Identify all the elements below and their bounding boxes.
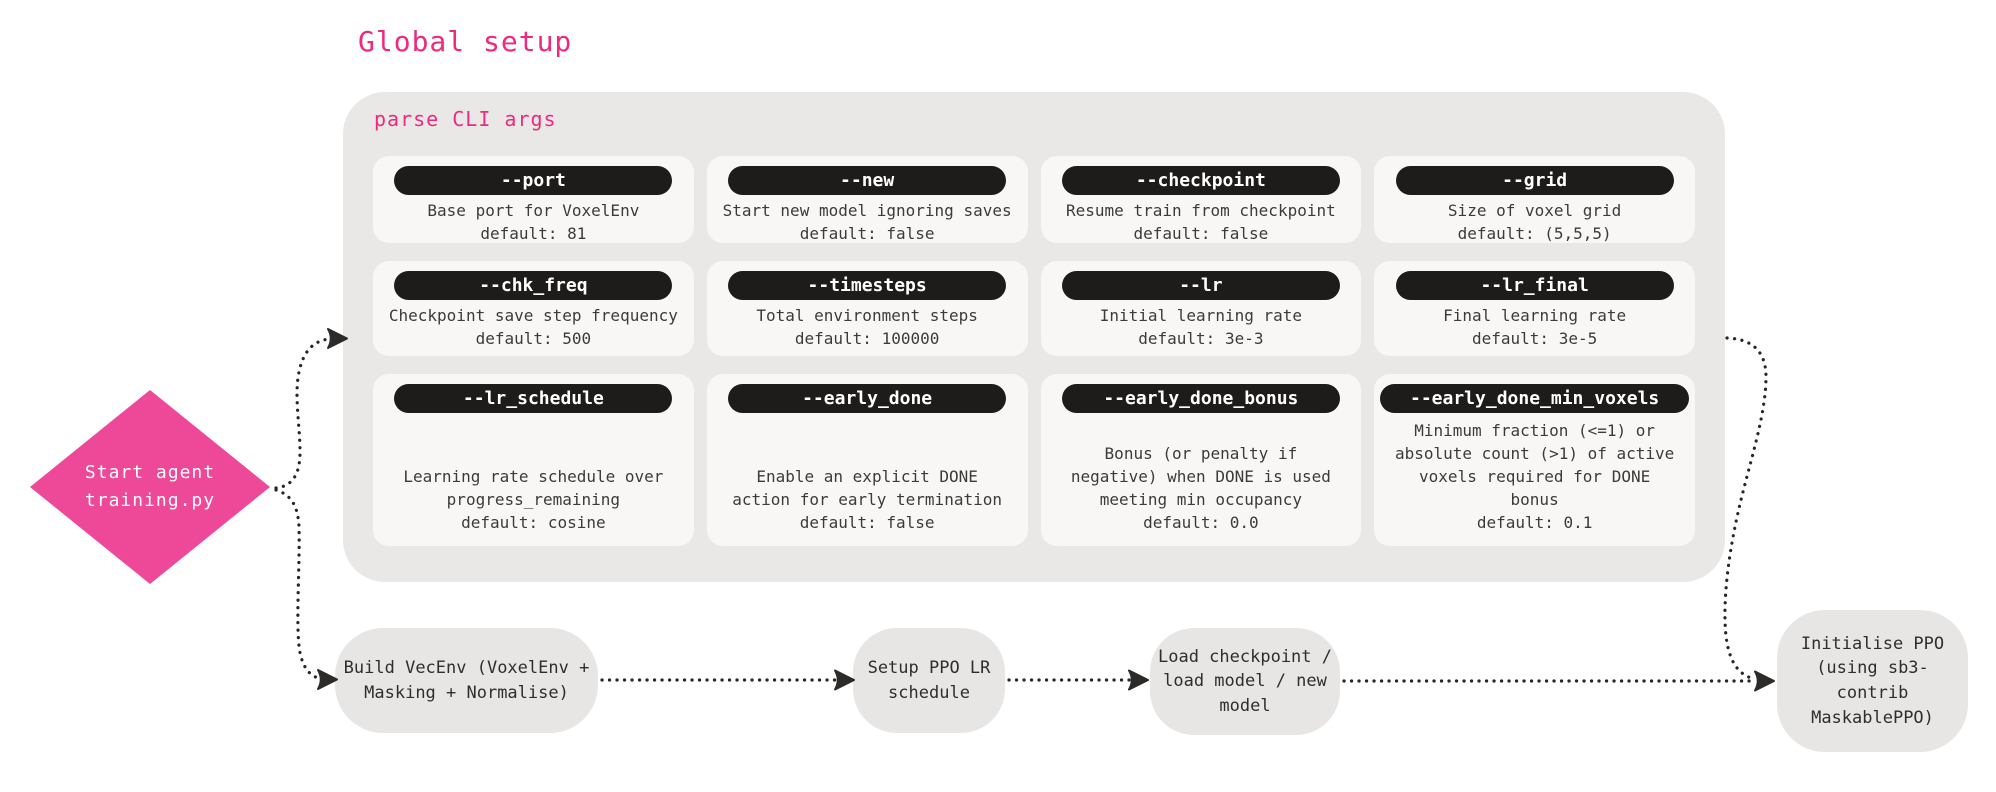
cli-arg-default: default: 100000 (794, 329, 940, 349)
cli-arg-card-grid: --grid Size of voxel grid default: (5,5,… (1374, 156, 1695, 243)
cli-arg-description: Bonus (or penalty if negative) when DONE… (1070, 443, 1331, 509)
cli-arg-default: default: cosine (461, 512, 606, 532)
cli-flag-label: --lr_schedule (462, 388, 604, 409)
cli-flag-label: --checkpoint (1135, 170, 1266, 191)
cli-arg-description: Start new model ignoring saves (722, 201, 1012, 220)
cli-flag-pill: --lr_final (1395, 271, 1674, 300)
cli-flag-label: --early_done_bonus (1103, 388, 1299, 409)
cli-flag-label: --port (500, 170, 566, 191)
cli-flag-label: --lr (1179, 275, 1223, 296)
cli-flag-label: --early_done_min_voxels (1410, 388, 1660, 409)
cli-arg-description-block: Learning rate schedule over progress_rem… (379, 461, 688, 538)
connector-start-to-build-vecenv (274, 488, 322, 681)
cli-arg-description: Base port for VoxelEnv (427, 201, 640, 220)
cli-arg-card-lr-final: --lr_final Final learning rate default: … (1374, 261, 1695, 356)
cli-arg-description-block: Minimum fraction (<=1) or absolute count… (1380, 415, 1689, 538)
arrowhead-icon (834, 669, 855, 691)
cli-arg-default: default: 500 (475, 329, 592, 349)
cli-flag-pill: --early_done_bonus (1061, 384, 1340, 413)
cli-flag-label: --timesteps (807, 275, 927, 296)
cli-arg-default: default: (5,5,5) (1457, 224, 1612, 243)
cli-panel-label: parse CLI args (374, 107, 557, 131)
cli-arg-default: default: 81 (480, 224, 587, 243)
cli-arg-default: default: 3e-3 (1138, 329, 1264, 349)
cli-arg-card-early-done-bonus: --early_done_bonus Bonus (or penalty if … (1040, 374, 1362, 546)
cli-arg-description-block: Initial learning rate default: 3e-3 (1047, 300, 1356, 354)
cli-arg-description-block: Resume train from checkpoint default: fa… (1047, 195, 1356, 243)
cli-arg-card-new: --new Start new model ignoring saves def… (706, 156, 1028, 243)
start-node-label: Start agent training.py (84, 462, 216, 511)
arrowhead-icon (1128, 669, 1149, 691)
cli-arg-default: default: 0.1 (1476, 512, 1593, 532)
cli-flag-pill: --port (394, 166, 673, 195)
cli-arg-default: default: false (799, 224, 935, 243)
cli-flag-label: --chk_freq (479, 275, 588, 296)
cli-arg-description: Checkpoint save step frequency (388, 306, 678, 325)
cli-flag-label: --lr_final (1480, 275, 1589, 296)
cli-arg-description: Initial learning rate (1099, 306, 1303, 325)
cli-arg-card-early-done-min-voxels: --early_done_min_voxels Minimum fraction… (1374, 374, 1695, 546)
cli-arg-description-block: Checkpoint save step frequency default: … (379, 300, 688, 354)
cli-flag-label: --new (840, 170, 895, 191)
cli-arg-description: Enable an explicit DONE action for early… (732, 466, 1002, 509)
cli-arg-description-block: Size of voxel grid default: (5,5,5) (1380, 195, 1689, 243)
cli-arg-description: Minimum fraction (<=1) or absolute count… (1394, 420, 1675, 509)
cli-arg-card-checkpoint: --checkpoint Resume train from checkpoin… (1040, 156, 1362, 243)
cli-arg-card-port: --port Base port for VoxelEnv default: 8… (373, 156, 694, 243)
cli-arg-card-early-done: --early_done Enable an explicit DONE act… (706, 374, 1028, 546)
cli-flag-pill: --timesteps (728, 271, 1007, 300)
cli-arg-default: default: 3e-5 (1472, 329, 1598, 349)
cli-arg-description: Total environment steps (756, 306, 978, 325)
cli-flag-pill: --grid (1395, 166, 1674, 195)
arrowhead-icon (1754, 670, 1775, 692)
cli-flag-pill: --lr (1061, 271, 1340, 300)
cli-arg-default: default: false (1133, 224, 1269, 243)
cli-args-grid: --port Base port for VoxelEnv default: 8… (373, 156, 1695, 546)
cli-arg-description: Size of voxel grid (1447, 201, 1622, 220)
connector-cli-panel-to-initialise (1723, 336, 1768, 680)
cli-arg-default: default: false (799, 512, 935, 532)
cli-arg-description-block: Bonus (or penalty if negative) when DONE… (1047, 438, 1356, 538)
cli-arg-description-block: Start new model ignoring saves default: … (713, 195, 1022, 243)
cli-arg-description-block: Final learning rate default: 3e-5 (1380, 300, 1689, 354)
cli-arg-card-lr-schedule: --lr_schedule Learning rate schedule ove… (373, 374, 694, 546)
connector-start-to-cli-panel (274, 337, 331, 490)
cli-arg-description: Final learning rate (1443, 306, 1627, 325)
parse-cli-args-panel: parse CLI args --port Base port for Voxe… (343, 92, 1725, 582)
cli-arg-description-block: Base port for VoxelEnv default: 81 (379, 195, 688, 243)
flow-node-build-vecenv: Build VecEnv (VoxelEnv + Masking + Norma… (335, 628, 598, 733)
flow-node-load-checkpoint: Load checkpoint / load model / new model (1150, 628, 1340, 735)
cli-flag-pill: --checkpoint (1061, 166, 1340, 195)
cli-arg-description: Learning rate schedule over progress_rem… (403, 466, 664, 509)
cli-flag-pill: --early_done (728, 384, 1007, 413)
flow-node-initialise-ppo: Initialise PPO (using sb3- contrib Maska… (1777, 610, 1968, 752)
cli-flag-pill: --lr_schedule (394, 384, 673, 413)
cli-flag-pill: --early_done_min_voxels (1380, 384, 1689, 413)
cli-arg-card-timesteps: --timesteps Total environment steps defa… (706, 261, 1028, 356)
cli-flag-pill: --chk_freq (394, 271, 673, 300)
cli-arg-card-chk-freq: --chk_freq Checkpoint save step frequenc… (373, 261, 694, 356)
cli-arg-description: Resume train from checkpoint (1066, 201, 1336, 220)
cli-flag-label: --grid (1502, 170, 1568, 191)
cli-arg-card-lr: --lr Initial learning rate default: 3e-3 (1040, 261, 1362, 356)
flow-node-setup-ppo-lr: Setup PPO LR schedule (853, 628, 1005, 733)
page-title: Global setup (358, 25, 573, 58)
cli-flag-label: --early_done (802, 388, 933, 409)
cli-arg-default: default: 0.0 (1143, 512, 1259, 532)
cli-arg-description-block: Enable an explicit DONE action for early… (713, 461, 1022, 538)
cli-arg-description-block: Total environment steps default: 100000 (713, 300, 1022, 354)
start-node-diamond: Start agent training.py (30, 390, 270, 584)
cli-flag-pill: --new (728, 166, 1007, 195)
